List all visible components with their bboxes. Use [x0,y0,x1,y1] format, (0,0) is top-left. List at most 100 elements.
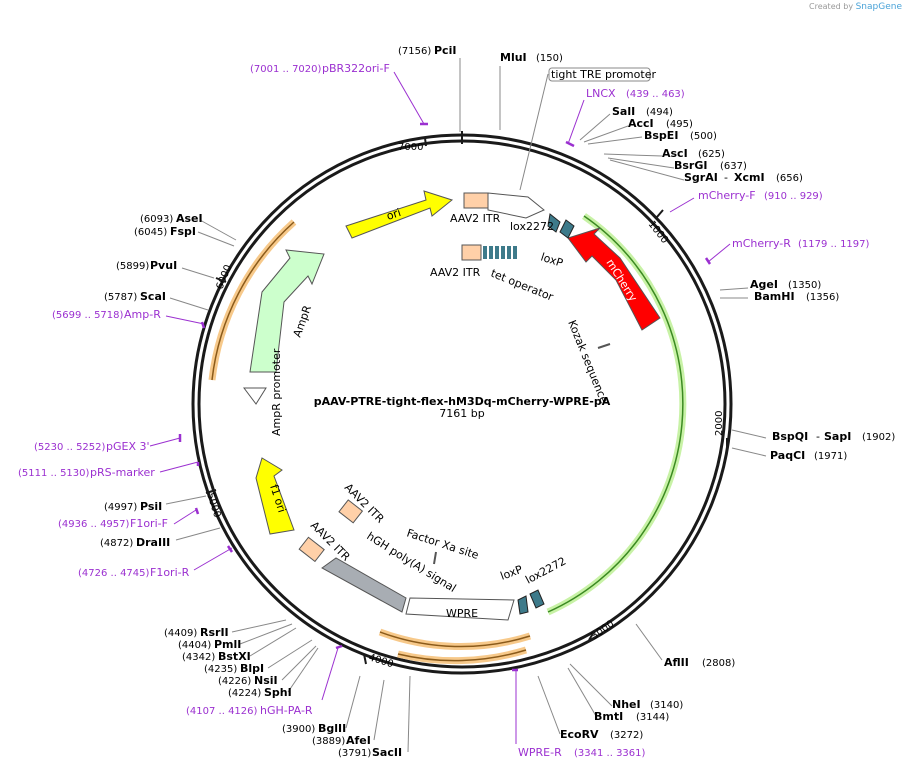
site-afei-name: AfeI [346,734,371,747]
site-bamhi-pos: (1356) [806,292,839,303]
enzyme-labels: (7156) PciI MluI (150) tight TRE promote… [100,44,895,759]
itr-bottom-2[interactable] [298,536,325,563]
loxp-top-label: loxP [539,250,565,269]
site-aflii-pos: (2808) [702,658,735,669]
primer-connectors [149,71,731,744]
ampr-label: AmpR [291,303,315,339]
site-bsrgi-name: BsrGI [674,159,707,172]
itr-tet[interactable] [461,244,482,261]
site-sali-name: SalI [612,105,635,118]
primer-f1ori-f-pos: (4936 .. 4957) [58,519,130,530]
site-bsrgi-pos: (637) [720,161,747,172]
primer-amp-r-name: Amp-R [124,308,161,321]
site-bglii-pos: (3900) [282,724,315,735]
tick-label-5000: 5000 [204,492,222,520]
f1ori-feature[interactable] [255,457,295,535]
snapgene-credit: Created by SnapGene [809,2,902,12]
lox2272-top[interactable] [547,213,561,233]
primer-f1ori-f-name: F1ori-F [130,517,168,530]
hgh-feature[interactable] [321,557,407,613]
site-mlui-name: MluI [500,51,527,64]
primer-labels: (7001 .. 7020) pBR322ori-F LNCX (439 .. … [18,62,870,759]
site-asei-pos: (6093) [140,214,173,225]
ori-label: ori [385,206,403,223]
primer-f1ori-r-name: F1ori-R [150,566,190,579]
primer-mcherry-f-pos: (910 .. 929) [764,191,823,202]
site-sacii-pos: (3791) [338,748,371,759]
wpre-feature[interactable] [405,597,515,621]
site-blpi-name: BlpI [240,662,264,675]
loxp-bottom[interactable] [517,595,529,615]
site-fspi-name: FspI [170,225,196,238]
site-scai-name: ScaI [140,290,166,303]
site-scai-pos: (5787) [104,292,137,303]
loxp-bottom-label: loxP [499,563,525,583]
tet-operator-feature[interactable] [483,246,517,259]
site-asci-name: AscI [662,147,688,160]
plasmid-size: 7161 bp [439,407,484,420]
primer-marks [178,122,712,672]
primer-mcherry-r-pos: (1179 .. 1197) [798,239,870,250]
site-bamhi-name: BamHI [754,290,795,303]
primer-lncx-pos: (439 .. 463) [626,89,685,100]
primer-f1ori-r-pos: (4726 .. 4745) [78,568,150,579]
site-bstxi-pos: (4342) [182,652,215,663]
tick-label-2000: 2000 [714,411,725,436]
itr-top[interactable] [463,192,489,209]
tet-operator-label: tet operator [489,267,556,304]
site-sgrai-name: SgrAI [684,171,718,184]
tight-tre-feature[interactable] [487,192,545,219]
primer-hgh-pa-r-name: hGH-PA-R [260,704,313,717]
site-rsrii-name: RsrII [200,626,229,639]
site-pcii-pos: (7156) [398,46,431,57]
svg-text:-: - [816,430,820,443]
primer-pgex3-name: pGEX 3' [106,440,150,453]
site-agei-pos: (1350) [788,280,821,291]
mcherry-feature[interactable] [567,227,661,331]
site-nhei-name: NheI [612,698,641,711]
site-xcmi-pos: (656) [776,173,803,184]
site-paqci-pos: (1971) [814,451,847,462]
site-pvui-name: PvuI [150,259,177,272]
site-draiii-pos: (4872) [100,538,133,549]
primer-amp-r-pos: (5699 .. 5718) [52,310,124,321]
site-asei-name: AseI [176,212,203,225]
primer-mcherry-f-name: mCherry-F [698,189,756,202]
site-sphi-pos: (4224) [228,688,261,699]
site-afei-pos: (3889) [312,736,345,747]
itr-bottom-1[interactable] [338,499,364,524]
lox2272-bottom-label: lox2272 [523,555,568,587]
primer-pbr322-pos: (7001 .. 7020) [250,64,322,75]
kozak-mark [597,343,611,349]
tight-tre-label: tight TRE promoter [551,68,656,81]
primer-hgh-pa-r-pos: (4107 .. 4126) [186,706,258,717]
ampr-feature[interactable] [249,249,325,373]
site-pmli-name: PmlI [214,638,241,651]
plasmid-name: pAAV-PTRE-tight-flex-hM3Dq-mCherry-WPRE-… [314,395,611,408]
tick-label-1000: 1000 [646,219,670,246]
site-bspqi-name: BspQI [772,430,808,443]
site-pcii-name: PciI [434,44,456,57]
snapgene-logo: SnapGene [855,2,902,12]
site-draiii-name: DraIII [136,536,170,549]
site-pvui-pos: (5899) [116,261,149,272]
primer-pbr322-name: pBR322ori-F [322,62,390,75]
site-ecorv-pos: (3272) [610,730,643,741]
site-bspei-pos: (500) [690,131,717,142]
wpre-label: WPRE [446,607,478,620]
factor-xa-mark [433,551,437,565]
site-blpi-pos: (4235) [204,664,237,675]
primer-pgex3-pos: (5230 .. 5252) [34,442,106,453]
site-nhei-pos: (3140) [650,700,683,711]
site-nsii-pos: (4226) [218,676,251,687]
ori-feature[interactable] [345,190,454,239]
primer-wpre-r-name: WPRE-R [518,746,562,759]
loxp-top[interactable] [559,219,575,239]
site-sacii-name: SacII [372,746,402,759]
lox2272-bottom[interactable] [529,589,545,609]
site-acci-name: AccI [628,117,654,130]
itr-top-label: AAV2 ITR [450,212,501,225]
site-bmti-name: BmtI [594,710,623,723]
ampr-promoter-feature[interactable] [243,387,267,405]
site-sapi-name: SapI [824,430,851,443]
